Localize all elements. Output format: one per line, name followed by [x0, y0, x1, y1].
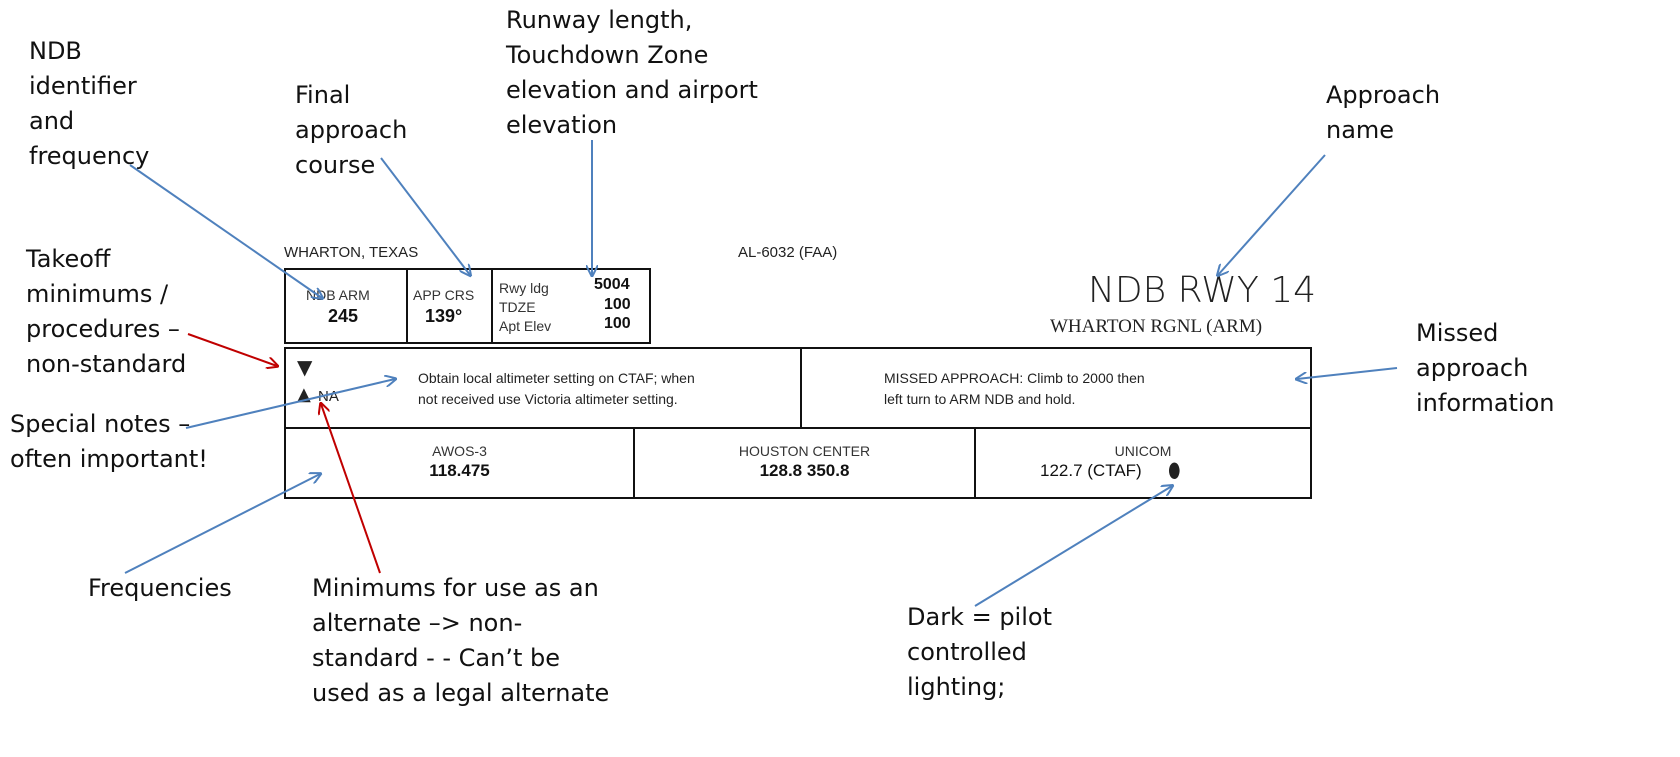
missed-approach-text: MISSED APPROACH: Climb to 2000 then left… — [884, 370, 1145, 407]
rwy-ldg-value: 5004 — [594, 276, 630, 293]
awos-frequency: 118.475 — [429, 461, 490, 480]
pilot-controlled-lighting-icon: ⬮ — [1168, 458, 1181, 482]
special-notes-text: Obtain local altimeter setting on CTAF; … — [418, 370, 695, 407]
alternate-annotation: Minimums for use as an alternate –> non-… — [312, 574, 610, 707]
plate-chart-id: AL-6032 (FAA) — [738, 244, 838, 261]
takeoff-minimums-symbol: ▼ — [297, 355, 313, 379]
approach-name-arrow — [1218, 154, 1326, 275]
apt-elev-label: Apt Elev — [499, 318, 552, 334]
takeoff-annotation: Takeoff minimums / procedures – non-stan… — [26, 245, 187, 378]
apt-elev-value: 100 — [604, 315, 631, 332]
houston-center-label: HOUSTON CENTER — [738, 443, 871, 459]
lighting-annotation: Dark = pilot controlled lighting; — [907, 603, 1052, 701]
alternate-arrow — [321, 404, 381, 574]
airport-name: WHARTON RGNL (ARM) — [1050, 316, 1263, 337]
ndb-frequency: 245 — [328, 306, 359, 326]
awos-label: AWOS-3 — [432, 443, 487, 459]
frequencies-annotation: Frequencies — [88, 574, 232, 602]
ndb-annotation: NDB identifier and frequency — [29, 37, 150, 170]
missed-annotation: Missed approach information — [1416, 319, 1555, 417]
approach-name-annotation: Approach name — [1326, 81, 1441, 144]
runway-info-box — [491, 268, 651, 344]
frequencies-arrow — [124, 474, 320, 574]
takeoff-arrow — [187, 333, 277, 366]
final-course-annotation: Final approach course — [295, 81, 408, 179]
missed-approach-arrow — [1297, 367, 1398, 379]
plate-location: WHARTON, TEXAS — [284, 244, 419, 261]
frequency-box-unicom — [974, 427, 1312, 499]
unicom-label: UNICOM — [1114, 443, 1172, 459]
tdze-value: 100 — [604, 296, 631, 313]
ndb-arrow — [129, 164, 322, 298]
houston-center-frequency: 128.8 350.8 — [759, 461, 850, 480]
special-notes-annotation: Special notes – often important! — [10, 410, 208, 473]
special-notes-arrow — [185, 379, 395, 429]
final-course-arrow — [380, 157, 470, 275]
lighting-arrow — [974, 486, 1172, 607]
rwy-ldg-label: Rwy ldg — [499, 280, 549, 296]
approach-title: NDB RWY 14 — [1088, 270, 1317, 311]
app-crs-value: 139° — [425, 306, 463, 326]
app-crs-label: APP CRS — [413, 287, 475, 303]
tdze-label: TDZE — [499, 299, 536, 315]
runway-annotation: Runway length, Touchdown Zone elevation … — [506, 6, 758, 139]
unicom-frequency: 122.7 (CTAF) — [1040, 461, 1142, 480]
